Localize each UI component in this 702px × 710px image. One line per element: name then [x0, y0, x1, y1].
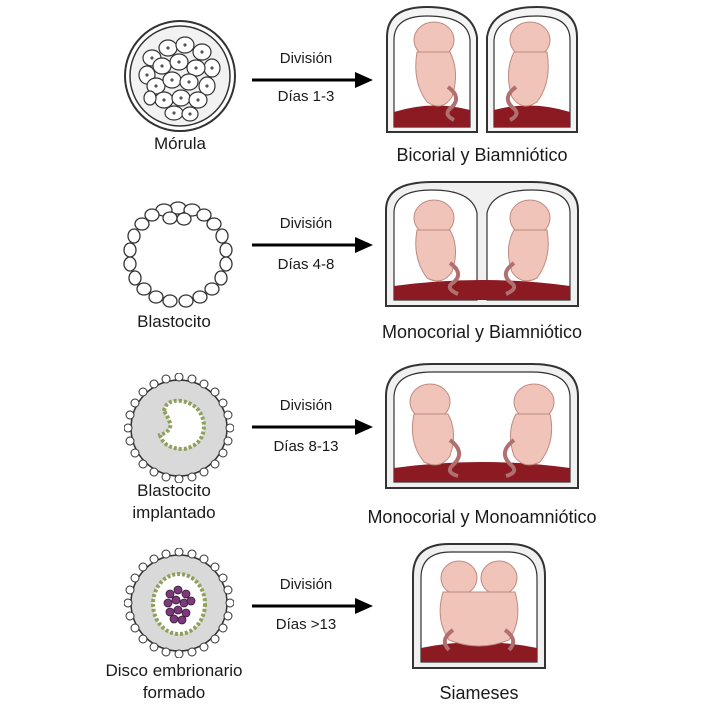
- arrow-icon: [252, 419, 373, 435]
- blastocyst-figure: [123, 201, 233, 308]
- stage-label: Disco embrionario formado: [105, 661, 243, 702]
- embryonic-disc-figure: [124, 548, 234, 658]
- morula-figure: [124, 20, 236, 132]
- arrow-bottom-label: Días 4-8: [277, 256, 335, 273]
- arrow-icon: [252, 598, 373, 614]
- result-label: Monocorial y Monoamniótico: [367, 507, 597, 527]
- result-label: Monocorial y Biamniótico: [381, 322, 583, 342]
- implanted-blastocyst-figure: [124, 373, 234, 483]
- arrow-top-label: División: [279, 215, 333, 232]
- result-label: Siameses: [439, 683, 519, 703]
- arrow-bottom-label: Días >13: [275, 616, 337, 633]
- arrow-top-label: División: [279, 576, 333, 593]
- twins-monocorial-biamniotic-figure: [385, 181, 579, 307]
- arrow-top-label: División: [279, 50, 333, 67]
- twins-conjoined-figure: [412, 543, 546, 669]
- stage-label: Blastocito implantado: [132, 481, 216, 522]
- stage-label: Blastocito: [137, 312, 211, 331]
- arrow-icon: [252, 237, 373, 253]
- twins-monoamniotic-figure: [385, 363, 579, 489]
- arrow-top-label: División: [279, 397, 333, 414]
- stage-label: Mórula: [154, 134, 206, 153]
- result-label: Bicorial y Biamniótico: [396, 145, 568, 165]
- arrow-icon: [252, 72, 373, 88]
- arrow-bottom-label: Días 1-3: [277, 88, 335, 105]
- arrow-bottom-label: Días 8-13: [273, 438, 339, 455]
- twins-bicorial-figure: [386, 5, 578, 133]
